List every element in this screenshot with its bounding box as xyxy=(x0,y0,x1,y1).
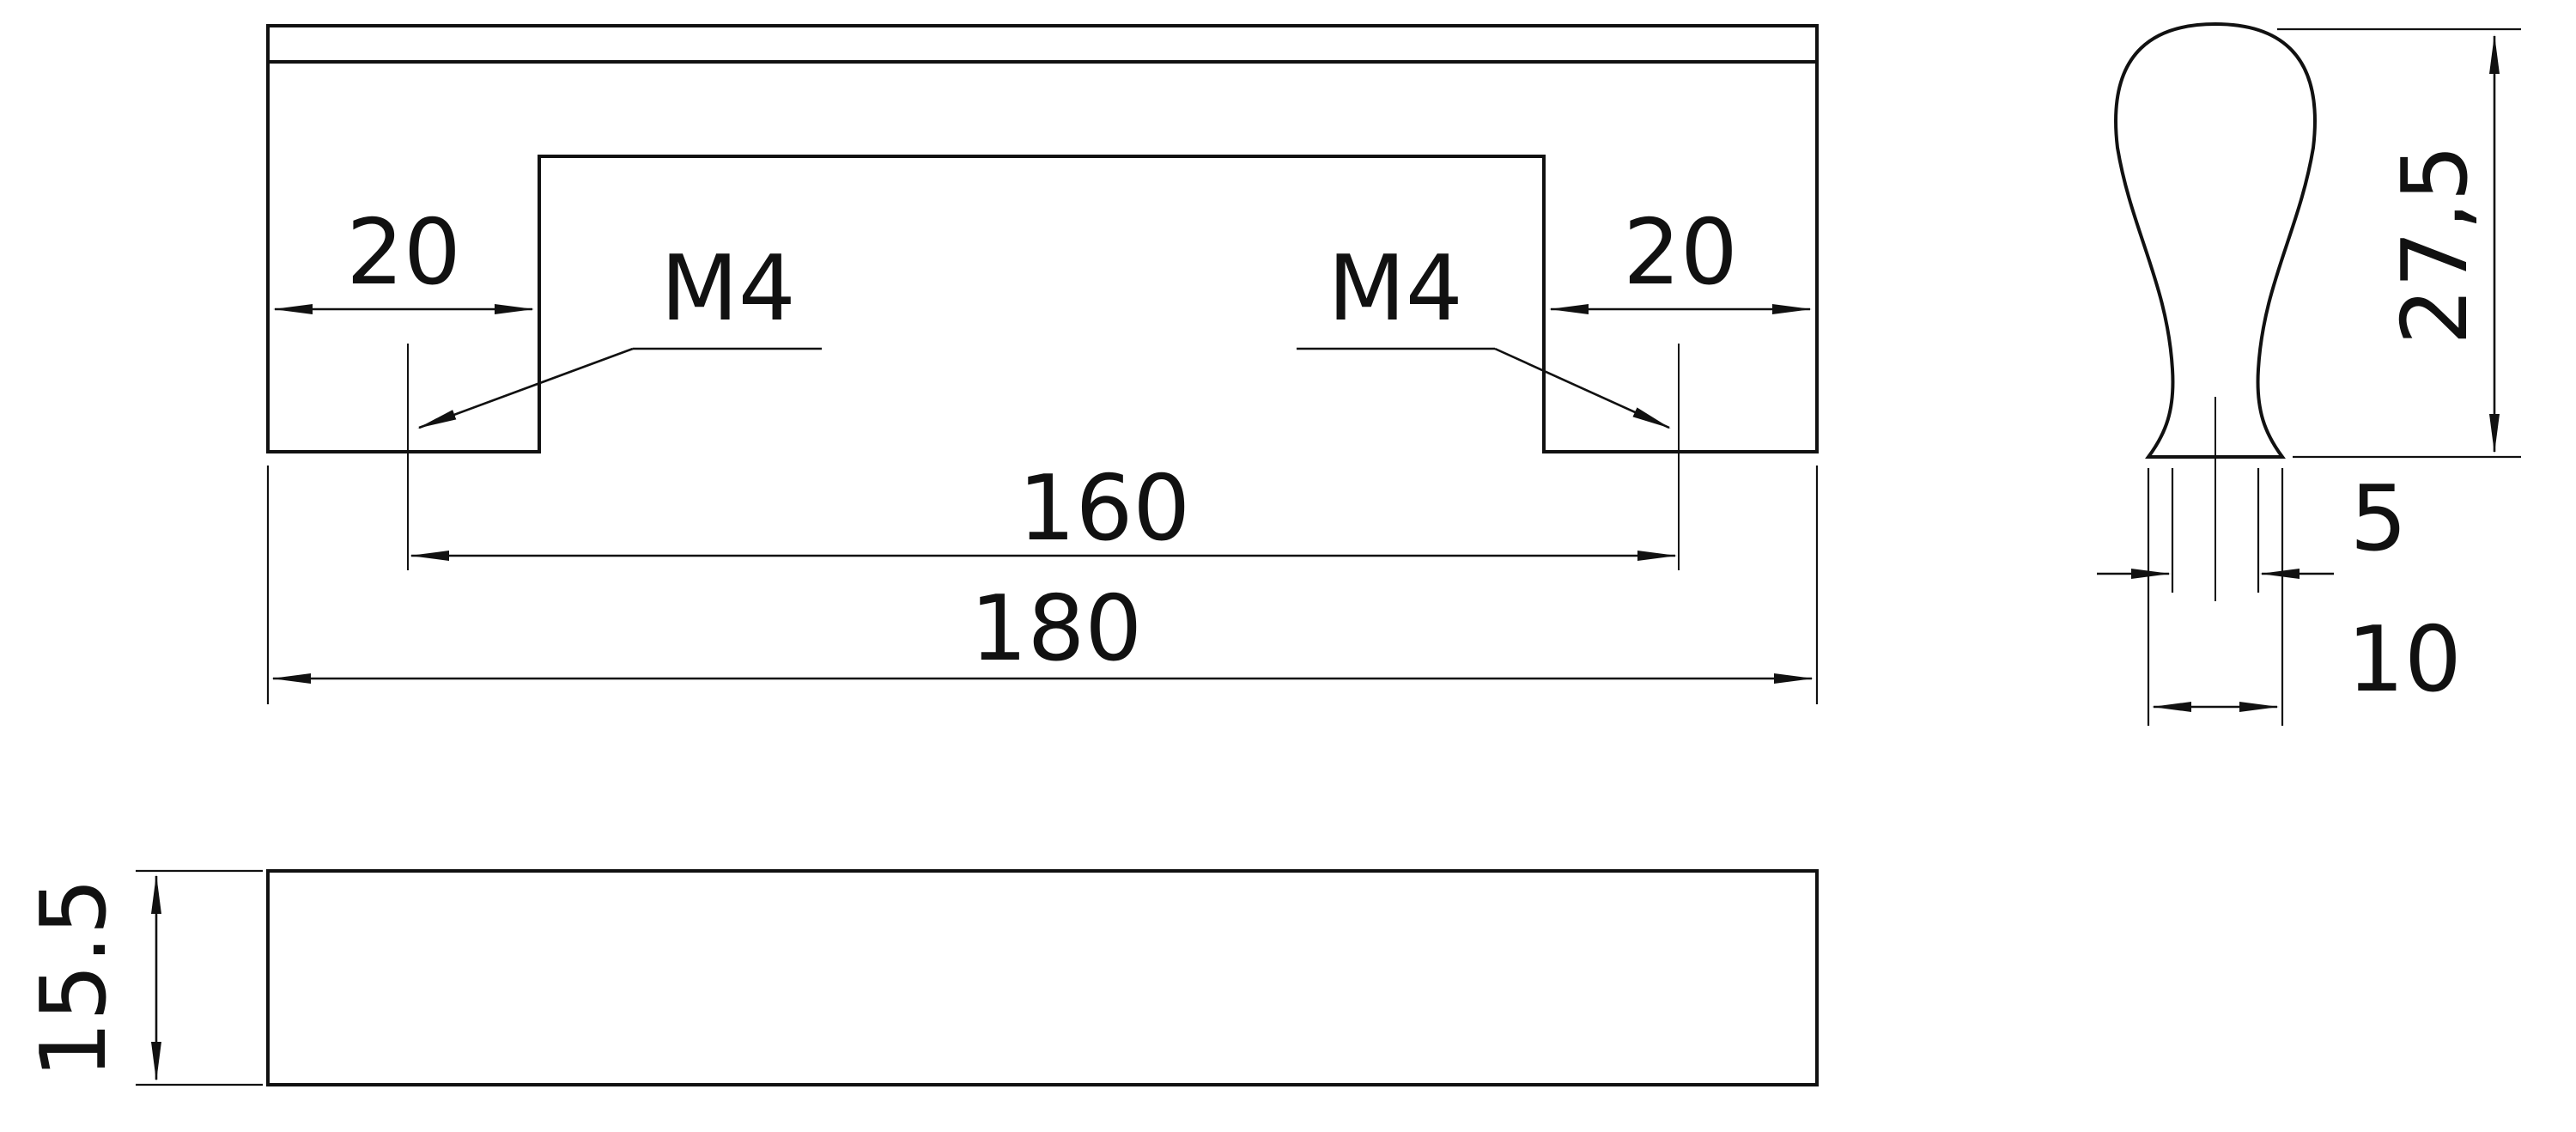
bottom-view: 15.5 xyxy=(21,869,1819,1086)
dim-text-155: 15.5 xyxy=(21,878,126,1079)
knob-outline xyxy=(2114,21,2317,459)
front-view: 20 20 M4 M4 160 180 xyxy=(266,24,1819,704)
dim-text-180: 180 xyxy=(970,576,1142,681)
dim-text-5: 5 xyxy=(2350,466,2408,571)
dim-text-10: 10 xyxy=(2347,607,2462,712)
handle-outline xyxy=(266,24,1819,453)
profile-view: 27,5 5 10 xyxy=(2097,21,2521,726)
dim-text-20-left: 20 xyxy=(346,200,461,305)
dim-text-160: 160 xyxy=(1018,456,1190,561)
thread-text-m4-left: M4 xyxy=(660,236,795,341)
leader-arrow-m4-left xyxy=(417,347,634,429)
dim-text-20-right: 20 xyxy=(1623,200,1738,305)
dim-text-275: 27,5 xyxy=(2383,144,2488,345)
thread-text-m4-right: M4 xyxy=(1327,236,1462,341)
leader-arrow-m4-right xyxy=(1494,347,1671,429)
bar-profile-outline xyxy=(266,869,1819,1086)
